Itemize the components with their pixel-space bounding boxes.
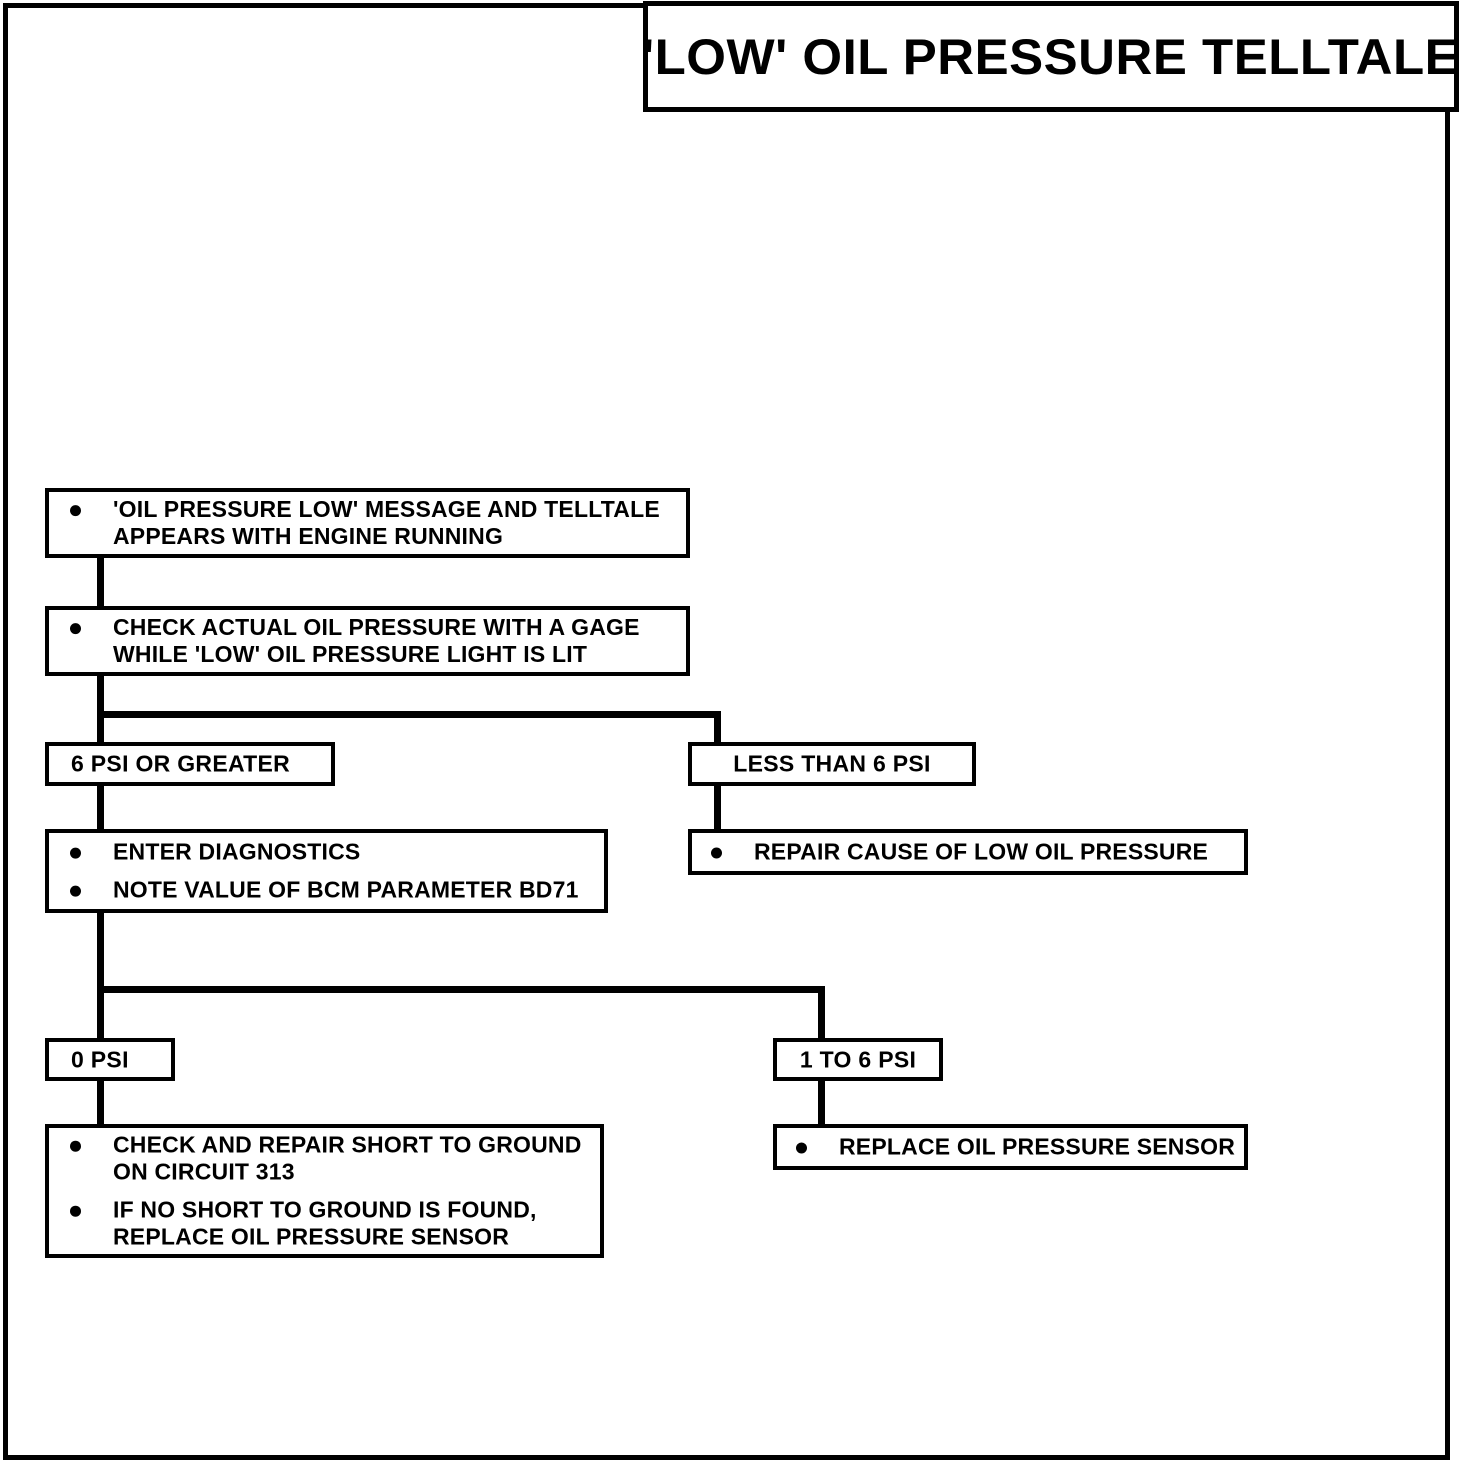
- connector-branch1-left-drop: [97, 711, 104, 745]
- node-repair-cause-bullets: REPAIR CAUSE OF LOW OIL PRESSURE: [706, 839, 1240, 866]
- node-replace-sensor-bullets: REPLACE OIL PRESSURE SENSOR: [791, 1134, 1240, 1161]
- node-repair-cause[interactable]: REPAIR CAUSE OF LOW OIL PRESSURE: [688, 829, 1248, 875]
- node-six-psi-or-greater[interactable]: 6 PSI OR GREATER: [45, 742, 335, 786]
- bullet-item: CHECK AND REPAIR SHORT TO GROUND ON CIRC…: [65, 1132, 596, 1186]
- connector-branch2-right-drop: [818, 986, 825, 1040]
- connector-check-to-branch1: [97, 674, 104, 719]
- node-symptom[interactable]: 'OIL PRESSURE LOW' MESSAGE AND TELLTALE …: [45, 488, 690, 558]
- node-check-gage-bullets: CHECK ACTUAL OIL PRESSURE WITH A GAGE WH…: [65, 614, 682, 668]
- node-zero-psi[interactable]: 0 PSI: [45, 1038, 175, 1081]
- branch-bus-pressure: [97, 711, 721, 718]
- page-title: 'LOW' OIL PRESSURE TELLTALE: [642, 28, 1460, 85]
- node-label: 1 TO 6 PSI: [799, 1046, 917, 1072]
- node-check-gage[interactable]: CHECK ACTUAL OIL PRESSURE WITH A GAGE WH…: [45, 606, 690, 676]
- node-label: 0 PSI: [71, 1046, 129, 1072]
- connector-lessthan-to-repair: [714, 782, 721, 832]
- connector-onetosix-to-replace: [818, 1079, 825, 1127]
- node-enter-diagnostics[interactable]: ENTER DIAGNOSTICS NOTE VALUE OF BCM PARA…: [45, 829, 608, 913]
- bullet-item: REPAIR CAUSE OF LOW OIL PRESSURE: [706, 839, 1240, 866]
- connector-diagnostics-to-branch2: [97, 909, 104, 989]
- bullet-item: CHECK ACTUAL OIL PRESSURE WITH A GAGE WH…: [65, 614, 682, 668]
- title-banner: 'LOW' OIL PRESSURE TELLTALE: [642, 1, 1460, 112]
- connector-symptom-to-check: [97, 556, 104, 612]
- node-enter-diagnostics-bullets: ENTER DIAGNOSTICS NOTE VALUE OF BCM PARA…: [65, 839, 600, 904]
- bullet-item: REPLACE OIL PRESSURE SENSOR: [791, 1134, 1240, 1161]
- branch-bus-bd71: [97, 986, 825, 993]
- node-less-than-six-psi[interactable]: LESS THAN 6 PSI: [688, 742, 976, 786]
- connector-zeropsi-to-checkshort: [97, 1079, 104, 1127]
- node-check-short-to-ground[interactable]: CHECK AND REPAIR SHORT TO GROUND ON CIRC…: [45, 1124, 604, 1258]
- node-label: 6 PSI OR GREATER: [71, 750, 291, 777]
- connector-branch2-left-drop: [97, 986, 104, 1040]
- connector-sixpsi-to-diagnostics: [97, 782, 104, 832]
- bullet-item: 'OIL PRESSURE LOW' MESSAGE AND TELLTALE …: [65, 496, 682, 550]
- bullet-item: IF NO SHORT TO GROUND IS FOUND, REPLACE …: [65, 1197, 596, 1251]
- bullet-item: ENTER DIAGNOSTICS: [65, 839, 600, 866]
- node-replace-sensor[interactable]: REPLACE OIL PRESSURE SENSOR: [773, 1124, 1248, 1170]
- node-label: LESS THAN 6 PSI: [733, 750, 931, 777]
- bullet-item: NOTE VALUE OF BCM PARAMETER BD71: [65, 877, 600, 904]
- node-symptom-bullets: 'OIL PRESSURE LOW' MESSAGE AND TELLTALE …: [65, 496, 682, 550]
- node-check-short-bullets: CHECK AND REPAIR SHORT TO GROUND ON CIRC…: [65, 1132, 596, 1251]
- node-one-to-six-psi[interactable]: 1 TO 6 PSI: [773, 1038, 943, 1081]
- connector-branch1-right-drop: [714, 711, 721, 745]
